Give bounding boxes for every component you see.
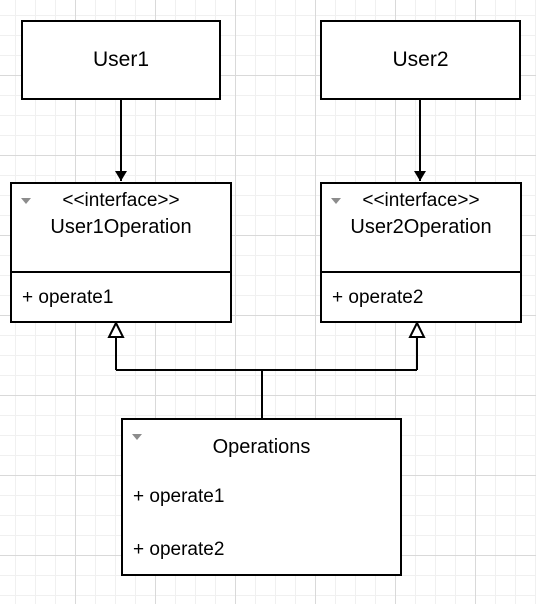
class-name: Operations bbox=[212, 436, 311, 458]
realization-connector bbox=[115, 337, 418, 419]
method-operate1: + operate1 bbox=[22, 287, 114, 308]
method-operate2: + operate2 bbox=[133, 539, 225, 560]
user2-actor-box[interactable]: User2 bbox=[320, 20, 521, 100]
collapse-toggle-icon[interactable] bbox=[331, 198, 341, 204]
stereotype-label: <<interface>> bbox=[362, 190, 480, 211]
realization-triangle-user2operation bbox=[408, 320, 426, 338]
stereotype-label: <<interface>> bbox=[62, 190, 180, 211]
class-name: User1Operation bbox=[50, 216, 192, 238]
class-header: <<interface>> User1Operation bbox=[12, 184, 230, 240]
user2-label: User2 bbox=[392, 48, 449, 71]
user1-label: User1 bbox=[92, 48, 150, 71]
compartment-divider bbox=[322, 271, 520, 273]
class-name: User2Operation bbox=[350, 216, 492, 238]
class-header: <<interface>> User2Operation bbox=[322, 184, 520, 240]
collapse-toggle-icon[interactable] bbox=[132, 434, 142, 440]
collapse-toggle-icon[interactable] bbox=[21, 198, 31, 204]
method-operate1: + operate1 bbox=[133, 486, 225, 507]
operations-class[interactable]: Operations + operate1 + operate2 bbox=[121, 418, 402, 576]
user2operation-interface[interactable]: <<interface>> User2Operation + operate2 bbox=[320, 182, 522, 323]
method-operate2: + operate2 bbox=[332, 287, 424, 308]
compartment-divider bbox=[12, 271, 230, 273]
realization-triangle-user1operation bbox=[107, 320, 125, 338]
user1-actor-box[interactable]: User1 bbox=[21, 20, 221, 100]
user1operation-interface[interactable]: <<interface>> User1Operation + operate1 bbox=[10, 182, 232, 323]
